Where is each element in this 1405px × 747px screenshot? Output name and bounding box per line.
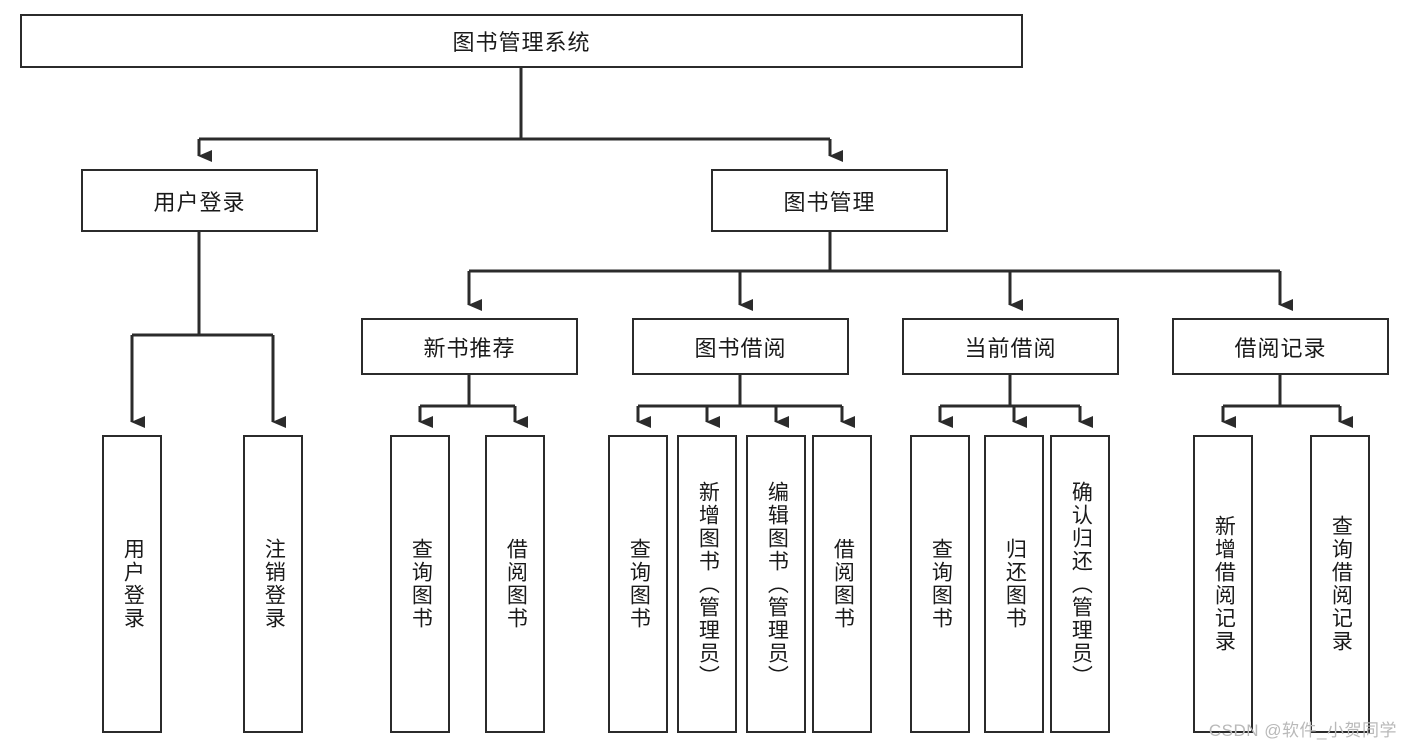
csdn-watermark: CSDN @软件_小贺同学 [1208, 721, 1397, 740]
node-root[interactable]: 图书管理系统 [20, 14, 1023, 68]
node-leaf-confirm-return-label: 确认归还（管理员） [1069, 480, 1093, 688]
node-book-borrow[interactable]: 图书借阅 [632, 318, 849, 375]
node-leaf-user-login-label: 用户登录 [121, 538, 145, 630]
node-leaf-edit-book[interactable]: 编辑图书（管理员） [746, 435, 806, 733]
node-new-book-recommend[interactable]: 新书推荐 [361, 318, 578, 375]
node-leaf-query-record-label: 查询借阅记录 [1329, 515, 1353, 653]
node-leaf-borrow-book-rec[interactable]: 借阅图书 [485, 435, 545, 733]
node-borrow-record-label: 借阅记录 [1234, 335, 1327, 361]
node-leaf-return-book-label: 归还图书 [1003, 538, 1027, 630]
node-book-management[interactable]: 图书管理 [711, 169, 948, 232]
node-leaf-query-book-rec[interactable]: 查询图书 [390, 435, 450, 733]
node-book-borrow-label: 图书借阅 [694, 335, 787, 361]
node-leaf-logout[interactable]: 注销登录 [243, 435, 303, 733]
node-leaf-query-book-cur[interactable]: 查询图书 [910, 435, 970, 733]
node-user-login[interactable]: 用户登录 [81, 169, 318, 232]
node-book-management-label: 图书管理 [783, 189, 876, 215]
node-new-book-recommend-label: 新书推荐 [423, 335, 516, 361]
node-leaf-return-book[interactable]: 归还图书 [984, 435, 1044, 733]
node-leaf-query-book-borrow[interactable]: 查询图书 [608, 435, 668, 733]
node-leaf-logout-label: 注销登录 [262, 538, 286, 630]
node-leaf-add-record-label: 新增借阅记录 [1212, 515, 1236, 653]
node-root-label: 图书管理系统 [452, 30, 591, 55]
node-leaf-user-login[interactable]: 用户登录 [102, 435, 162, 733]
node-leaf-add-book[interactable]: 新增图书（管理员） [677, 435, 737, 733]
node-leaf-query-book-rec-label: 查询图书 [409, 538, 433, 630]
node-leaf-borrow-book-rec-label: 借阅图书 [504, 538, 528, 630]
node-user-login-label: 用户登录 [153, 189, 246, 215]
node-current-borrow-label: 当前借阅 [964, 335, 1057, 361]
node-leaf-add-book-label: 新增图书（管理员） [696, 480, 720, 688]
node-leaf-borrow-book-label: 借阅图书 [831, 538, 855, 630]
node-leaf-query-record[interactable]: 查询借阅记录 [1310, 435, 1370, 733]
node-leaf-query-book-borrow-label: 查询图书 [627, 538, 651, 630]
node-leaf-borrow-book[interactable]: 借阅图书 [812, 435, 872, 733]
node-leaf-confirm-return[interactable]: 确认归还（管理员） [1050, 435, 1110, 733]
node-leaf-add-record[interactable]: 新增借阅记录 [1193, 435, 1253, 733]
node-leaf-edit-book-label: 编辑图书（管理员） [765, 480, 789, 688]
node-borrow-record[interactable]: 借阅记录 [1172, 318, 1389, 375]
node-leaf-query-book-cur-label: 查询图书 [929, 538, 953, 630]
node-current-borrow[interactable]: 当前借阅 [902, 318, 1119, 375]
